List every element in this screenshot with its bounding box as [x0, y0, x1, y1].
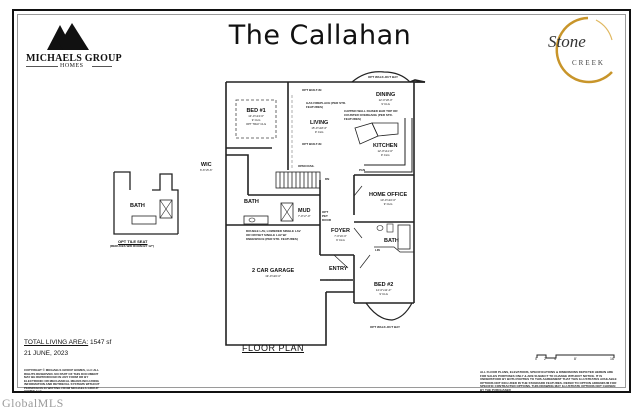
room-name: LIVING [310, 120, 329, 126]
room-mud: MUD 7'-0"x7'-0" [298, 208, 311, 218]
sheet-border-outer [12, 9, 631, 393]
scale-tick-2: 2' [544, 357, 547, 361]
community-logo-caps: CREEK [572, 59, 605, 67]
room-name: KITCHEN [373, 143, 398, 149]
room-living: LIVING 15'-0"x18'-6" 9' CLG [310, 120, 328, 134]
scale-tick-8: 8' [574, 357, 577, 361]
area-label: TOTAL LIVING AREA: [24, 339, 89, 346]
builder-logo-name: MICHAELS GROUP [26, 53, 122, 64]
plan-title: The Callahan [228, 20, 412, 51]
logo-rule-right [92, 66, 112, 67]
scale-bar [536, 354, 615, 359]
room-ceiling: 9' CLG [383, 202, 393, 206]
room-dims: 15'-0"x18'-6" [311, 126, 327, 130]
floor-plan-label: FLOOR PLAN [242, 343, 305, 353]
note-lin: LIN [375, 248, 380, 252]
room-home-office: HOME OFFICE 10'-0"x10'-0" 9' CLG [369, 192, 407, 206]
plan-date: 21 JUNE, 2023 [24, 350, 69, 357]
room-name: BED #2 [374, 282, 394, 288]
room-bed1: BED #1 13'-0"x13'-6" 9' CLG OPT TRAY CLG [246, 108, 266, 126]
area-value: 1547 sf [90, 339, 112, 346]
stone-creek-ring-icon [555, 16, 613, 84]
room-name: DINING [376, 92, 396, 98]
room-dims: 10'-0"x10'-0" [380, 198, 396, 202]
room-entry: ENTRY [329, 266, 347, 272]
note-pan: PAN [359, 168, 366, 172]
note-pet-door: OPT PET DOOR [322, 210, 331, 222]
room-dims: 6'-6"x5'-6" [200, 168, 213, 172]
community-logo-script: Stone [548, 32, 586, 51]
room-name: BATH [384, 238, 399, 244]
copyright-text: COPYRIGHT © MICHAELS GROUP HOMES, LLC AL… [24, 368, 100, 393]
room-dims: 7'-0"x7'-0" [298, 214, 311, 218]
option-title: OPT TILE SEAT [118, 239, 148, 244]
room-name: FOYER [331, 228, 350, 234]
room-kitchen: KITCHEN 12'-0"x11'-6" 9' CLG [373, 143, 397, 157]
scale-tick-0: 0 [535, 357, 537, 361]
room-bath2: BATH [384, 238, 399, 244]
room-wic: WIC 6'-6"x5'-6" [200, 162, 213, 172]
note-built-in-2: OPT BUILT-IN [302, 142, 322, 146]
staircase [275, 171, 321, 189]
room-name: ENTRY [329, 266, 348, 272]
room-name: 2 CAR GARAGE [252, 268, 295, 274]
room-foyer: FOYER 7'-0"x9'-0" 9' CLG [331, 228, 350, 242]
room-name: BED #1 [246, 108, 266, 114]
room-dims: 12'-0"x11'-0" [375, 288, 392, 292]
note-walkout-bay-bottom: OPT WALK-OUT BAY [370, 325, 401, 329]
sheet-border-inner [17, 14, 626, 388]
room-dims: 12'-0"x11'-6" [377, 149, 393, 153]
mls-watermark: GlobalMLS [2, 396, 64, 410]
room-dims: 7'-0"x9'-0" [334, 234, 347, 238]
note-built-in-1: OPT BUILT-IN [302, 88, 322, 92]
room-ceiling: 9' CLG [379, 292, 388, 296]
scale-tick-16: 16' [610, 357, 615, 361]
option-tile-seat-drawing [113, 171, 179, 235]
room-name: BATH [244, 199, 259, 205]
room-name: WIC [200, 162, 212, 168]
note-dn: DN [325, 177, 330, 181]
room-dims: 19'-0"x20'-0" [265, 274, 281, 278]
disclaimer-text: ALL FLOOR PLANS, ELEVATIONS, SPECIFICATI… [480, 370, 617, 392]
room-dims: 12'-0"x8'-0" [378, 98, 393, 102]
room-dims: 13'-0"x13'-6" [248, 114, 264, 118]
room-ceiling: 9' CLG [336, 238, 345, 242]
builder-logo-subtitle: HOMES [60, 63, 84, 69]
room-note: OPT TRAY CLG [246, 122, 267, 126]
room-name: HOME OFFICE [369, 192, 408, 198]
room-garage: 2 CAR GARAGE 19'-0"x20'-0" [252, 268, 294, 278]
logo-rule-left [26, 66, 58, 67]
note-open-rail: OPEN RAIL [298, 164, 315, 168]
room-ceiling: 9' CLG [380, 153, 390, 157]
room-ceiling: 9' CLG [251, 118, 261, 122]
note-double-lav: DOUBLE LAV, LOWERED SINGLE LAV OR OFFSET… [246, 229, 301, 241]
note-capped-wall: CAPPED WALL RAISED BAR TOP OR COUNTER OV… [344, 109, 398, 121]
total-living-area: TOTAL LIVING AREA: 1547 sf [24, 339, 111, 346]
room-bath-main: BATH [244, 199, 259, 205]
note-walkout-bay-top: OPT WALK-OUT BAY [368, 75, 399, 79]
mountain-logo-icon [47, 23, 89, 50]
room-name: MUD [298, 208, 311, 214]
room-dining: DINING 12'-0"x8'-0" 9' CLG [376, 92, 395, 106]
room-bed2: BED #2 12'-0"x11'-0" 9' CLG [374, 282, 393, 296]
note-gas-fireplace: GAS FIREPLACE (PER STD. FEATURES) [306, 101, 347, 109]
room-ceiling: 9' CLG [314, 130, 324, 134]
option-note: (REDUCES W/D ROOM BY 12") [110, 244, 155, 248]
room-ceiling: 9' CLG [381, 102, 390, 106]
scale-tick-4: 4' [554, 357, 557, 361]
option-room-bath: BATH [130, 203, 145, 209]
